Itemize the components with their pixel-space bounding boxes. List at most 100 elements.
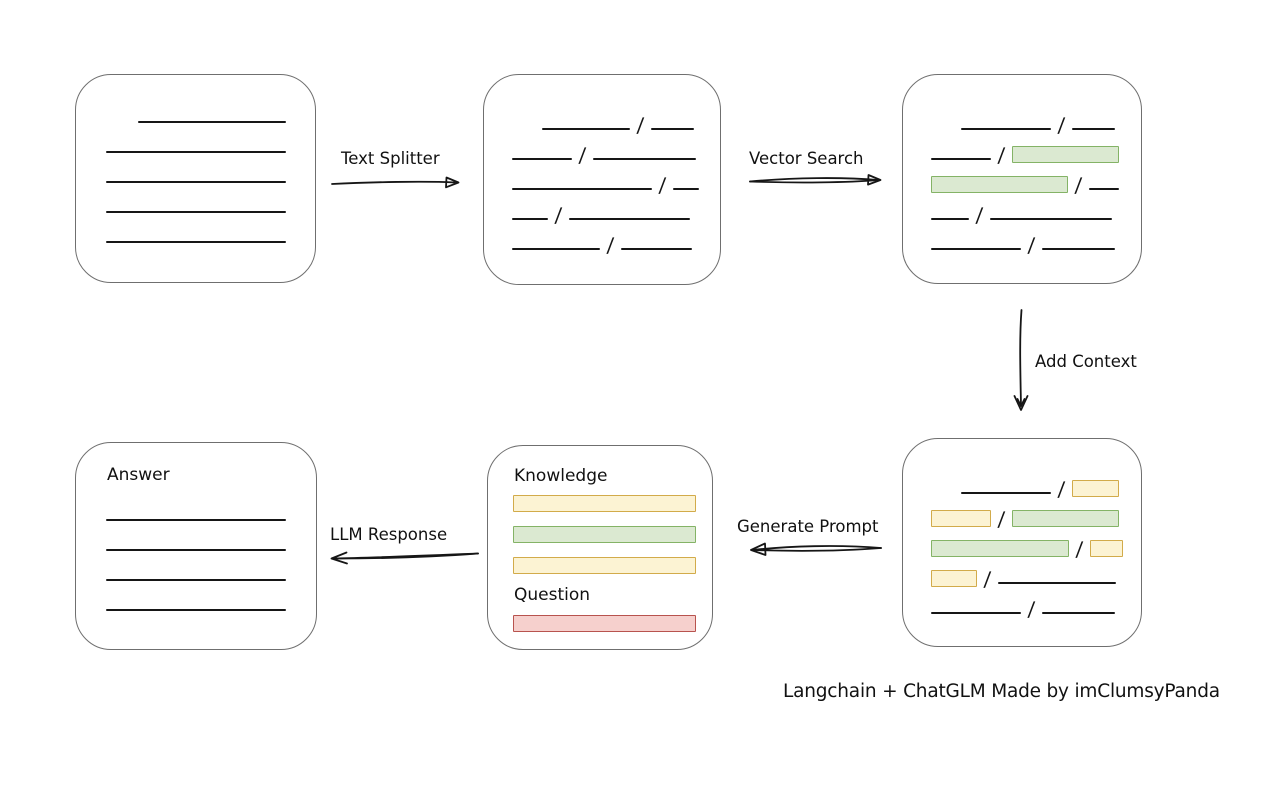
text-row — [76, 98, 315, 128]
text-row: / — [903, 529, 1141, 561]
text-splitter-arrow — [331, 176, 460, 189]
answer-text-lines — [76, 443, 316, 616]
slash-separator: / — [1074, 173, 1083, 197]
vector-search-arrow — [749, 174, 882, 186]
slash-separator: / — [983, 567, 992, 591]
text-row — [76, 526, 316, 556]
slash-separator: / — [554, 203, 563, 227]
green-bar — [513, 526, 696, 543]
add-context-arrow — [1013, 309, 1029, 411]
text-line — [931, 247, 1021, 250]
text-line — [106, 180, 286, 183]
slash-separator: / — [997, 507, 1006, 531]
context-chunk-lines: / / / / / — [903, 439, 1141, 621]
text-row: / — [484, 165, 720, 197]
text-row: / — [903, 559, 1141, 591]
text-line — [592, 157, 696, 160]
text-line — [931, 217, 969, 220]
text-line — [512, 247, 600, 250]
text-row — [76, 586, 316, 616]
green-chunk — [931, 176, 1068, 193]
knowledge-bars — [513, 495, 696, 588]
matched-chunks-box: / / / / / — [902, 74, 1142, 284]
text-row: / — [484, 105, 720, 137]
red-bar — [513, 615, 696, 632]
text-line — [106, 240, 286, 243]
text-line — [568, 217, 690, 220]
text-line — [1041, 247, 1115, 250]
text-row — [76, 158, 315, 188]
question-label: Question — [514, 585, 591, 605]
generate-prompt-label: Generate Prompt — [737, 517, 879, 536]
text-line — [1071, 127, 1115, 130]
text-line — [106, 150, 286, 153]
slash-separator: / — [1027, 233, 1036, 257]
slash-separator: / — [1075, 537, 1084, 561]
matched-chunk-lines: / / / / / — [903, 75, 1141, 257]
question-bars — [513, 615, 696, 646]
document-box — [75, 74, 316, 283]
text-row — [76, 556, 316, 586]
text-row: / — [903, 105, 1141, 137]
text-line — [650, 127, 694, 130]
text-line — [931, 611, 1021, 614]
text-row — [76, 218, 315, 248]
slash-separator: / — [606, 233, 615, 257]
text-row: / — [484, 195, 720, 227]
split-chunks-box: / / / / / — [483, 74, 721, 285]
text-row: / — [484, 225, 720, 257]
llm-response-arrow — [330, 551, 479, 565]
yellow-chunk — [931, 510, 991, 527]
text-line — [512, 157, 572, 160]
yellow-bar — [513, 557, 696, 574]
text-line — [961, 491, 1051, 494]
answer-label: Answer — [107, 465, 170, 485]
text-line — [961, 127, 1051, 130]
text-line — [138, 120, 286, 123]
text-line — [989, 217, 1112, 220]
text-line — [512, 187, 652, 190]
slash-separator: / — [636, 113, 645, 137]
slash-separator: / — [997, 143, 1006, 167]
text-row: / — [903, 499, 1141, 531]
generate-prompt-arrow — [750, 542, 882, 556]
text-line — [106, 608, 286, 611]
text-line — [512, 217, 548, 220]
text-line — [106, 548, 286, 551]
yellow-bar — [513, 495, 696, 512]
text-row — [76, 496, 316, 526]
yellow-chunk — [931, 570, 977, 587]
text-row: / — [903, 589, 1141, 621]
text-row: / — [903, 135, 1141, 167]
text-line — [106, 578, 286, 581]
green-chunk — [931, 540, 1069, 557]
text-line — [997, 581, 1116, 584]
text-row: / — [903, 195, 1141, 227]
llm-response-label: LLM Response — [330, 525, 448, 544]
yellow-chunk — [1071, 480, 1119, 497]
yellow-chunk — [1089, 540, 1123, 557]
text-row: / — [484, 135, 720, 167]
text-line — [106, 518, 286, 521]
slash-separator: / — [975, 203, 984, 227]
text-line — [620, 247, 692, 250]
text-splitter-label: Text Splitter — [341, 149, 440, 168]
slash-separator: / — [658, 173, 667, 197]
add-context-label: Add Context — [1035, 352, 1137, 371]
text-row — [76, 128, 315, 158]
context-chunks-box: / / / / / — [902, 438, 1142, 647]
vector-search-label: Vector Search — [749, 149, 864, 168]
document-text-lines — [76, 75, 315, 248]
text-row — [76, 188, 315, 218]
green-chunk — [1011, 510, 1119, 527]
text-line — [672, 187, 699, 190]
text-line — [1041, 611, 1115, 614]
slash-separator: / — [578, 143, 587, 167]
slash-separator: / — [1057, 477, 1066, 501]
slash-separator: / — [1027, 597, 1036, 621]
text-line — [1088, 187, 1119, 190]
text-row: / — [903, 225, 1141, 257]
text-line — [931, 157, 991, 160]
answer-box: Answer — [75, 442, 317, 650]
